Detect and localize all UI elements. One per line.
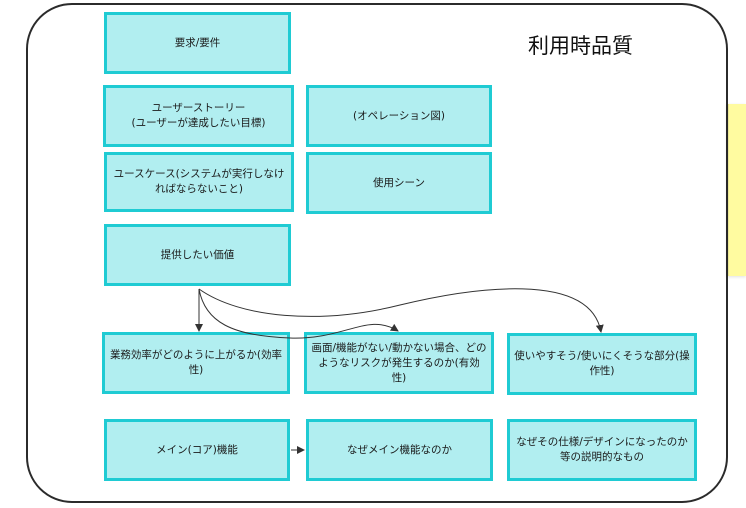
main-function-box[interactable]: メイン(コア)機能 [104,419,290,481]
value-box[interactable]: 提供したい価値 [104,224,291,286]
why-main-box[interactable]: なぜメイン機能なのか [306,419,493,481]
usage-scene-label: 使用シーン [373,176,425,189]
sticky-note[interactable] [728,104,746,276]
frame-title: 利用時品質 [528,34,633,58]
user-story-label: ユーザーストーリー (ユーザーが達成したい目標) [131,102,266,129]
usage-scene-box[interactable]: 使用シーン [306,152,492,214]
requirements-box[interactable]: 要求/要件 [104,12,291,74]
operability-box[interactable]: 使いやすそう/使いにくそうな部分(操作性) [507,333,697,395]
main-function-label: メイン(コア)機能 [156,443,238,456]
why-spec-box[interactable]: なぜその仕様/デザインになったのか等の説明的なもの [507,419,697,481]
value-label: 提供したい価値 [160,248,235,261]
requirements-label: 要求/要件 [174,36,221,49]
operation-diagram-box[interactable]: (オペレーション図) [306,85,492,147]
effectiveness-label: 画面/機能がない/動かない場合、どのようなリスクが発生するのか(有効性) [311,341,487,384]
why-spec-label: なぜその仕様/デザインになったのか等の説明的なもの [516,436,688,463]
effectiveness-box[interactable]: 画面/機能がない/動かない場合、どのようなリスクが発生するのか(有効性) [304,332,494,394]
efficiency-label: 業務効率がどのように上がるか(効率性) [109,349,283,376]
use-case-box[interactable]: ユースケース(システムが実行しなければならないこと) [104,152,294,212]
efficiency-box[interactable]: 業務効率がどのように上がるか(効率性) [102,332,290,394]
why-main-label: なぜメイン機能なのか [347,443,452,456]
operation-diagram-label: (オペレーション図) [353,109,445,122]
user-story-box[interactable]: ユーザーストーリー (ユーザーが達成したい目標) [103,85,294,147]
use-case-label: ユースケース(システムが実行しなければならないこと) [113,168,285,195]
operability-label: 使いやすそう/使いにくそうな部分(操作性) [514,350,690,377]
